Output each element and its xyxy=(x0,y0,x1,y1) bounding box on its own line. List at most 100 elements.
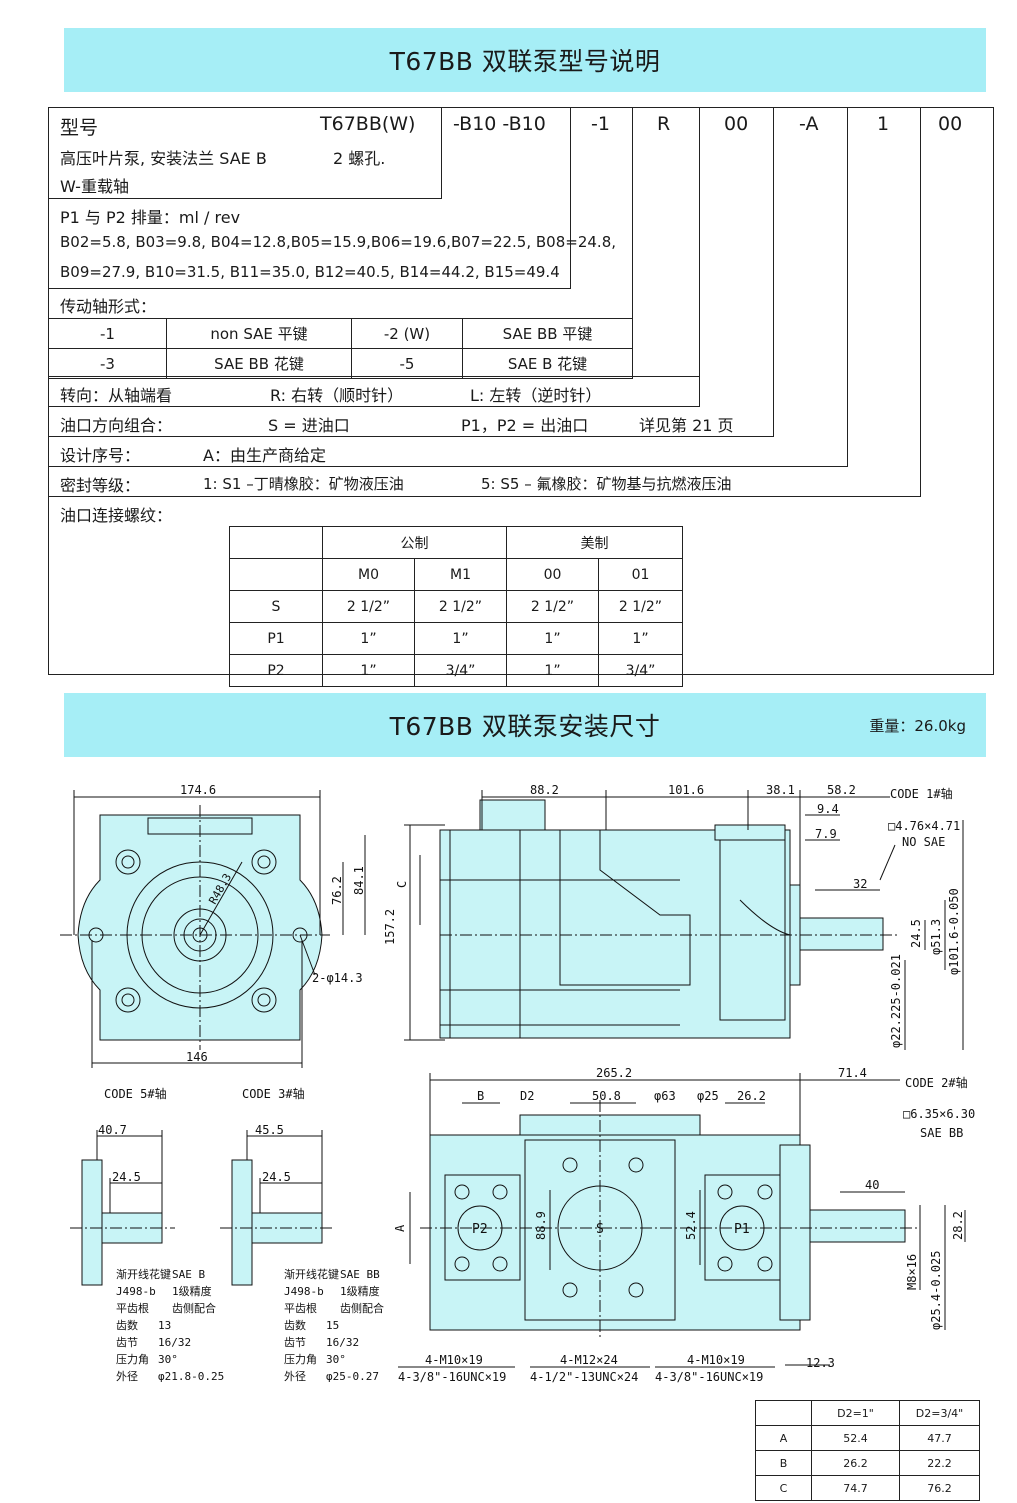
displacement-line2: B09=27.9, B10=31.5, B11=35.0, B12=40.5, … xyxy=(60,263,560,281)
step-line-3 xyxy=(632,107,633,376)
dim-top-ext: 71.4 xyxy=(838,1066,867,1080)
thread-cell: 2 1/2” xyxy=(506,590,599,623)
dim-top-a: A xyxy=(393,1224,407,1232)
dim-side-phi513: φ51.3 xyxy=(929,919,943,955)
spec-key: 外径 xyxy=(284,1370,306,1383)
dim-side-1016: 101.6 xyxy=(668,783,704,797)
dim-side-245: 24.5 xyxy=(909,919,923,948)
port-outlet: P1，P2 = 出油口 xyxy=(461,416,589,435)
dim-side-381: 38.1 xyxy=(766,783,795,797)
displacement-title: P1 与 P2 排量：ml / rev xyxy=(60,208,241,227)
spec-val: φ21.8-0.25 xyxy=(158,1370,224,1383)
bolt1-unc: 4-3/8"-16UNC×19 xyxy=(398,1370,506,1384)
spec-val: SAE B xyxy=(172,1268,205,1281)
dim-side-phi1016: φ101.6-0.050 xyxy=(947,888,961,975)
dim-side-94: 9.4 xyxy=(817,802,839,816)
dimension-title: T67BB 双联泵安装尺寸 xyxy=(389,712,661,741)
spec-val: 30° xyxy=(326,1353,346,1366)
code1-key: □4.76×4.71 xyxy=(888,819,960,833)
hline-7 xyxy=(48,496,921,497)
d2-col: D2=1" xyxy=(811,1400,900,1426)
d2-corner xyxy=(755,1400,812,1426)
dim-top-m8: M8×16 xyxy=(905,1254,919,1290)
dim-side-32: 32 xyxy=(853,877,867,891)
spec-val: 1级精度 xyxy=(340,1284,380,1298)
frame-top xyxy=(48,107,994,108)
thread-row-name: P1 xyxy=(229,622,323,655)
step-line-5 xyxy=(773,107,774,437)
thread-corner xyxy=(229,526,323,559)
table-row: S 2 1/2” 2 1/2” 2 1/2” 2 1/2” xyxy=(229,590,683,623)
code3-d2: 24.5 xyxy=(262,1170,291,1184)
rotation-right: R: 右转（顺时针） xyxy=(270,386,404,405)
model-desc-bolt: 2 螺孔. xyxy=(333,149,386,168)
code1-nosae: NO SAE xyxy=(902,835,945,849)
d2-cell: 47.7 xyxy=(899,1425,980,1451)
code5-title: CODE 5#轴 xyxy=(104,1086,167,1101)
step-line-1 xyxy=(441,107,442,198)
thread-row-name: P2 xyxy=(229,654,323,687)
dim-top-phi254: φ25.4-0.025 xyxy=(929,1251,943,1330)
port-inlet: S = 进油口 xyxy=(268,416,350,435)
dim-top-282: 28.2 xyxy=(951,1211,965,1240)
spec-val: 16/32 xyxy=(326,1336,359,1349)
spec-key: 渐开线花键 xyxy=(116,1267,171,1281)
shaft-title: 传动轴形式： xyxy=(60,297,157,316)
table-row: P2 1” 3/4” 1” 3/4” xyxy=(229,654,683,687)
thread-cell: 1” xyxy=(322,654,415,687)
thread-cell: 2 1/2” xyxy=(598,590,683,623)
step-line-6 xyxy=(847,107,848,467)
dim-top-b: B xyxy=(477,1089,484,1103)
dim-front-width: 174.6 xyxy=(180,783,216,797)
seal-option-5: 5: S5 – 氟橡胶：矿物基与抗燃液压油 xyxy=(481,475,732,493)
dim-front-bottom: 146 xyxy=(186,1050,208,1064)
dim-side-79: 7.9 xyxy=(815,827,837,841)
spec-val: 齿侧配合 xyxy=(172,1301,216,1315)
d2-table: D2=1" D2=3/4" A 52.4 47.7 B 26.2 22.2 C … xyxy=(755,1400,980,1501)
shaft-code: -2 (W) xyxy=(351,318,463,349)
design-label: 设计序号： xyxy=(60,446,141,465)
spec-key: 齿数 xyxy=(116,1319,138,1332)
code5-d1: 40.7 xyxy=(98,1123,127,1137)
table-row: A 52.4 47.7 xyxy=(755,1425,980,1451)
spec-key: 平齿根 xyxy=(116,1301,149,1315)
code5-d2: 24.5 xyxy=(112,1170,141,1184)
thread-cell: 1” xyxy=(322,622,415,655)
weight-label: 重量：26.0kg xyxy=(869,716,966,735)
spec-key: 齿节 xyxy=(116,1336,138,1349)
dim-front-h1: 76.2 xyxy=(330,876,344,905)
hline-6 xyxy=(48,466,848,467)
spec-val: 15 xyxy=(326,1319,339,1332)
displacement-line1: B02=5.8, B03=9.8, B04=12.8,B05=15.9,B06=… xyxy=(60,233,617,251)
d2-row-name: C xyxy=(755,1475,812,1501)
spec-key: J498-b xyxy=(284,1285,324,1298)
shaft-code: -3 xyxy=(48,348,167,379)
code-part-shaft: -1 xyxy=(591,113,610,135)
thread-cell: 3/4” xyxy=(598,654,683,687)
dim-top-524: 52.4 xyxy=(684,1211,698,1240)
code-part-seal: 1 xyxy=(877,113,890,135)
code2-key: □6.35×6.30 xyxy=(903,1107,975,1121)
front-view xyxy=(60,790,366,1068)
bolt3-metric: 4-M10×19 xyxy=(687,1353,745,1367)
spec-val: 齿侧配合 xyxy=(340,1301,384,1315)
spec-val: SAE BB xyxy=(340,1268,380,1281)
bolt2-unc: 4-1/2"-13UNC×24 xyxy=(530,1370,638,1384)
d2-cell: 76.2 xyxy=(899,1475,980,1501)
shaft-desc: SAE BB 平键 xyxy=(462,318,633,349)
thread-col: M1 xyxy=(414,558,507,591)
code-part-port: 00 xyxy=(724,113,749,135)
table-row: P1 1” 1” 1” 1” xyxy=(229,622,683,655)
top-view xyxy=(398,1073,966,1368)
port-p1-label: P1 xyxy=(734,1222,750,1237)
port-page-ref: 详见第 21 页 xyxy=(639,416,734,435)
dim-side-882: 88.2 xyxy=(530,783,559,797)
model-label: 型号 xyxy=(60,117,99,139)
code3-shaft xyxy=(220,1130,335,1286)
table-row: D2=1" D2=3/4" xyxy=(755,1400,980,1426)
dim-side-c: C xyxy=(395,881,409,888)
design-value: A：由生产商给定 xyxy=(203,446,326,465)
thread-cell: 1” xyxy=(414,622,507,655)
table-row: -3 SAE BB 花键 -5 SAE B 花键 xyxy=(48,348,633,379)
